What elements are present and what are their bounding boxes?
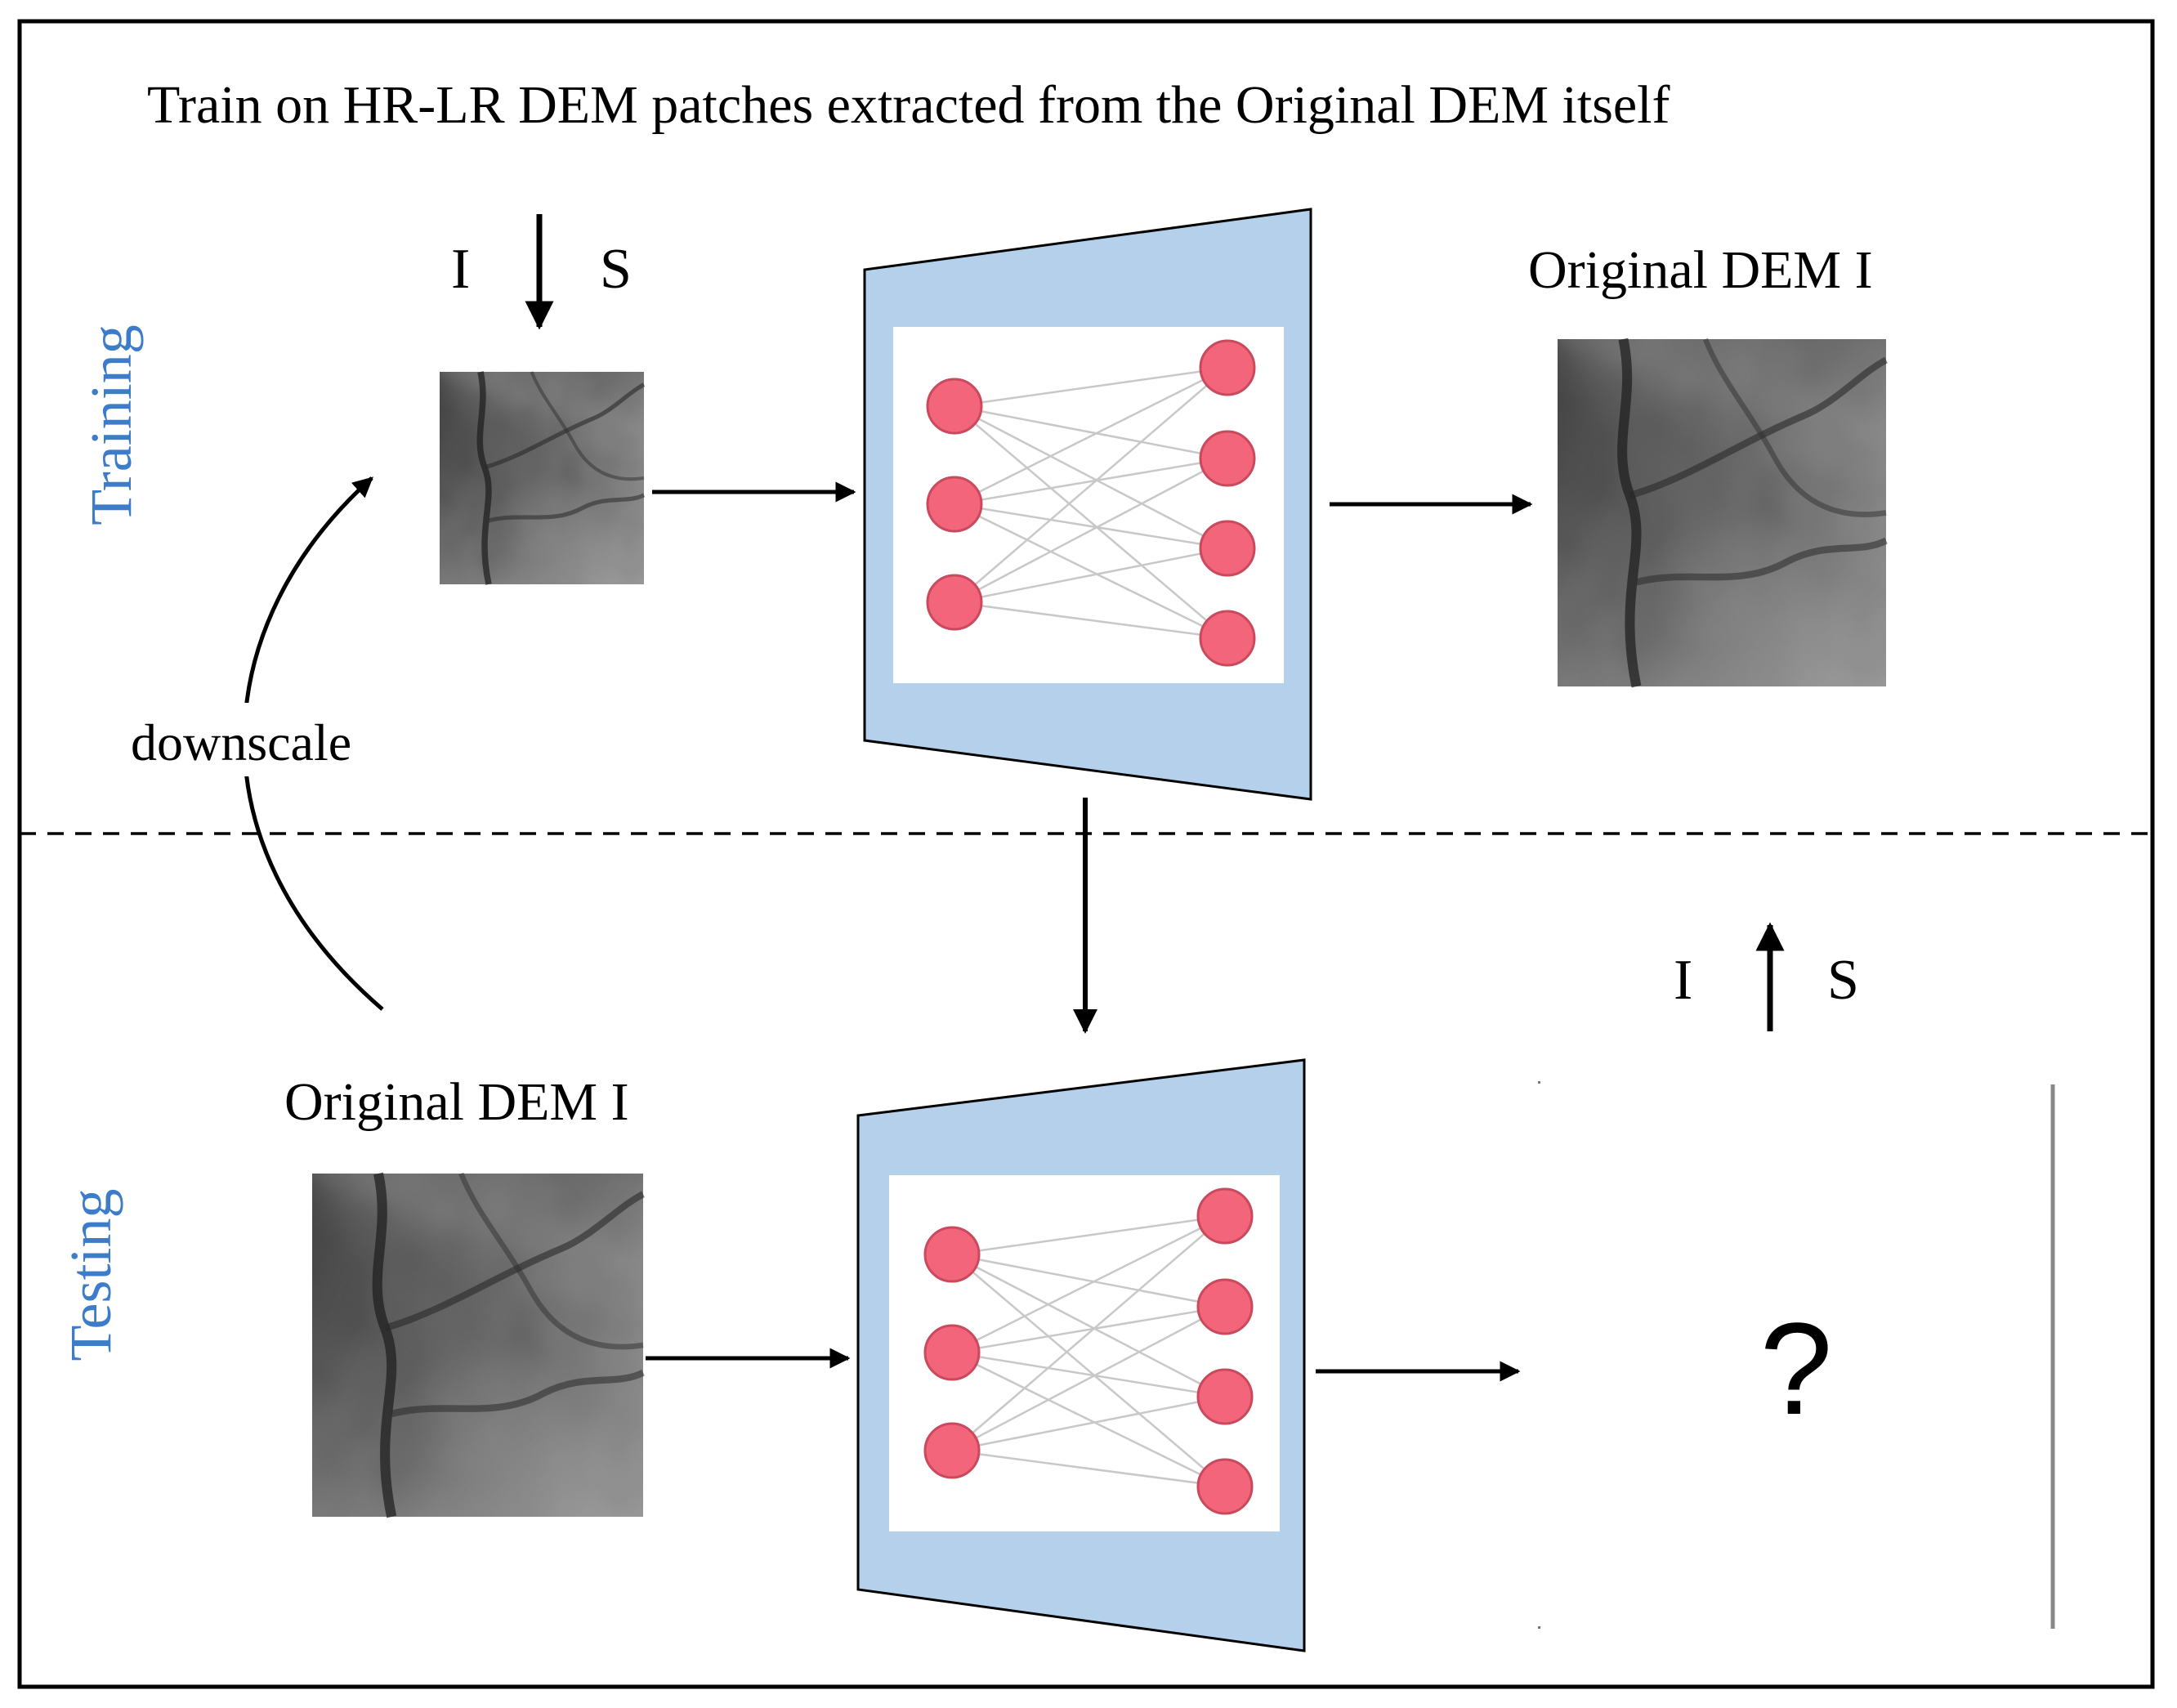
network-edge: [951, 1351, 1226, 1398]
network-edge: [951, 1254, 1226, 1487]
upscale-label-i: I: [1674, 949, 1692, 1012]
network-edge: [954, 503, 1228, 640]
downscale-label-s: S: [600, 238, 632, 301]
section-label-training: Training: [78, 324, 144, 525]
network-edge: [954, 367, 1228, 603]
network-neuron: [1196, 1368, 1254, 1425]
testing-input-label: Original DEM I: [284, 1072, 629, 1132]
network-neuron: [926, 378, 983, 435]
training-hr-dem-patch: [1558, 339, 1886, 686]
network-neuron: [1199, 430, 1256, 487]
training-network-connections: [954, 366, 1228, 640]
network-neuron: [926, 476, 983, 533]
network-edge: [954, 366, 1228, 408]
diagram-title: Train on HR-LR DEM patches extracted fro…: [147, 75, 1670, 135]
network-edge: [954, 405, 1228, 639]
network-edge: [951, 1253, 1226, 1398]
network-edge: [954, 547, 1228, 604]
network-edge: [951, 1305, 1226, 1354]
downscale-label-i: I: [451, 238, 470, 301]
network-neuron: [1196, 1187, 1254, 1245]
upscale-label-s: S: [1827, 949, 1859, 1012]
network-neuron: [923, 1422, 981, 1479]
network-neuron: [1196, 1458, 1254, 1515]
network-edge: [951, 1449, 1226, 1488]
testing-input-dem-patch: [312, 1174, 643, 1517]
network-edge: [951, 1215, 1226, 1451]
training-network-neurons: [926, 339, 1256, 667]
network-edge: [951, 1214, 1226, 1256]
network-edge: [954, 457, 1228, 506]
network-neuron: [1196, 1278, 1254, 1335]
network-edge: [954, 366, 1228, 506]
network-neuron: [1199, 610, 1256, 667]
downscale-label: downscale: [131, 713, 351, 771]
network-edge: [951, 1305, 1226, 1452]
testing-network-connections: [951, 1214, 1226, 1488]
testing-network: [856, 1058, 1306, 1652]
outer-border: [17, 19, 2155, 1689]
training-network: [863, 208, 1312, 801]
section-label-testing: Testing: [58, 1189, 123, 1361]
network-neuron: [926, 574, 983, 631]
network-edge: [951, 1214, 1226, 1354]
network-edge: [951, 1395, 1226, 1452]
network-edge: [954, 405, 1228, 460]
training-output-label: Original DEM I: [1528, 240, 1873, 300]
unknown-output-area: ?: [1538, 1081, 2055, 1629]
training-lr-dem-patch: [440, 372, 644, 584]
network-edge: [951, 1351, 1226, 1488]
network-edge: [954, 457, 1228, 604]
network-neuron: [1199, 520, 1256, 577]
network-edge: [954, 405, 1228, 550]
network-edge: [954, 503, 1228, 550]
network-neuron: [923, 1324, 981, 1381]
network-neuron: [923, 1226, 981, 1283]
network-edge: [954, 601, 1228, 640]
unknown-output-question-mark: ?: [1760, 1295, 1833, 1442]
downscale-label-bg: [123, 703, 384, 776]
network-edge: [951, 1253, 1226, 1308]
testing-network-neurons: [923, 1187, 1254, 1515]
network-neuron: [1199, 339, 1256, 396]
